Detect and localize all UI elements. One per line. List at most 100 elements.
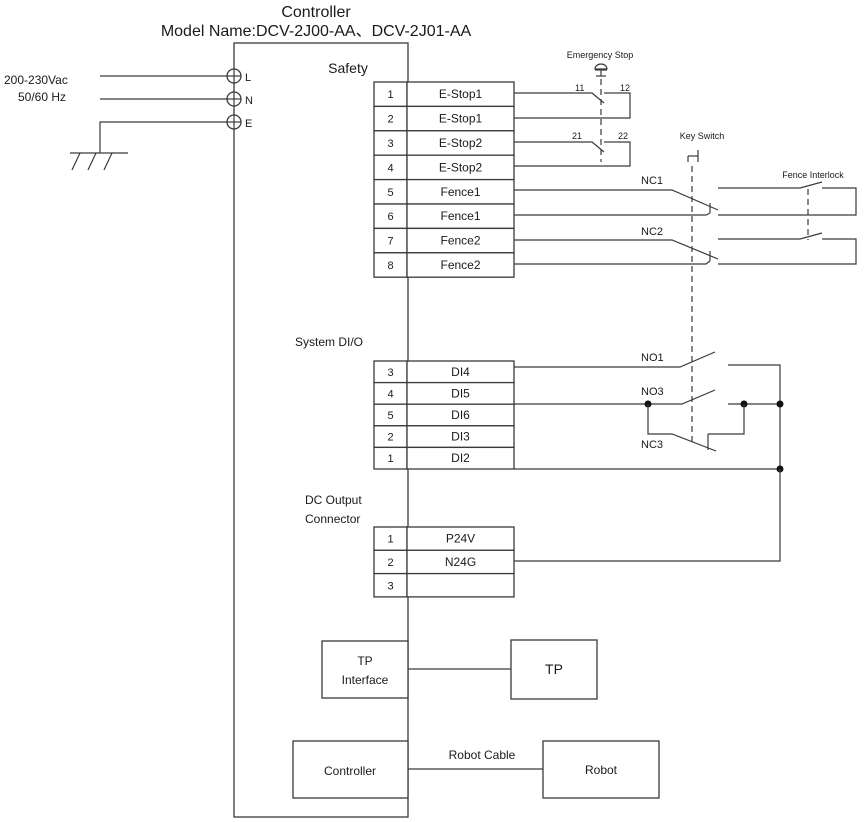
power-voltage: 200-230Vac [4, 73, 68, 87]
pin-cell [373, 178, 408, 205]
fence-wiring: NC1 NC2 Fence Interlock [514, 170, 857, 265]
robot-box [542, 740, 660, 799]
emergency-stop-switch: Emergency Stop 11 12 21 22 [514, 50, 634, 167]
signal-cell [406, 105, 515, 132]
safety-signal: E-Stop1 [439, 87, 483, 101]
tp-device-label: TP [545, 661, 563, 677]
signal-cell [406, 203, 515, 230]
safety-pin: 4 [387, 162, 393, 174]
signal-cell [406, 227, 515, 254]
safety-row: 4 E-Stop2 [373, 154, 515, 181]
safety-pin: 5 [387, 187, 393, 199]
safety-signal: Fence1 [440, 185, 480, 199]
fence-interlock-label: Fence Interlock [782, 170, 844, 180]
safety-pin: 8 [387, 260, 393, 272]
signal-cell [406, 154, 515, 181]
contact-nc2-label: NC2 [641, 226, 663, 238]
tp-device-box [510, 639, 598, 700]
tp-interface-box [321, 640, 409, 699]
terminal-e-label: E [245, 118, 252, 130]
signal-cell [406, 178, 515, 205]
signal-cell [406, 130, 515, 156]
robot-box-label: Robot [585, 763, 618, 777]
safety-pin: 1 [387, 89, 393, 101]
power-input: 200-230Vac 50/60 Hz L N E [4, 68, 253, 171]
estop-contact-11: 11 [575, 83, 584, 93]
dc-row: 3 [373, 572, 515, 598]
dc-row: 1 P24V [373, 526, 515, 551]
estop-contact-12: 12 [620, 83, 630, 93]
dc-output-title-1: DC Output [305, 493, 362, 507]
terminal-n-label: N [245, 95, 253, 107]
dio-signal: DI6 [451, 408, 470, 422]
emergency-stop-label: Emergency Stop [567, 50, 634, 60]
system-dio-title: System DI/O [295, 335, 363, 349]
controller-box [292, 740, 409, 799]
safety-signal: Fence2 [440, 258, 480, 272]
system-dio-wiring: NO1 NO3 NC3 [514, 351, 784, 562]
key-switch-label: Key Switch [680, 131, 725, 141]
safety-row: 3 E-Stop2 [373, 130, 515, 156]
dio-pin: 5 [387, 410, 393, 422]
dio-row: 5 DI6 [373, 403, 515, 427]
contact-nc3-label: NC3 [641, 439, 663, 451]
tp-interface-label-1: TP [357, 654, 372, 668]
safety-signal: Fence1 [440, 209, 480, 223]
terminal-l-label: L [245, 72, 251, 84]
estop-contact-22: 22 [618, 131, 628, 141]
safety-row: 1 E-Stop1 [373, 81, 515, 108]
estop-contact-21: 21 [572, 131, 582, 141]
safety-row: 8 Fence2 [373, 252, 515, 278]
controller-box-label: Controller [324, 764, 376, 778]
contact-nc1-label: NC1 [641, 175, 663, 187]
safety-row: 6 Fence1 [373, 203, 515, 230]
dc-pin: 2 [387, 557, 393, 569]
key-switch: Key Switch [680, 131, 725, 442]
terminal-e: E [226, 114, 252, 130]
dio-pin: 4 [387, 388, 393, 400]
dio-signal: DI2 [451, 451, 470, 465]
dc-output-title-2: Connector [305, 512, 360, 526]
terminal-l: L [226, 68, 251, 84]
safety-signal: E-Stop2 [439, 160, 483, 174]
signal-cell [406, 572, 515, 598]
tp-interface-label-2: Interface [342, 673, 389, 687]
pin-cell [373, 227, 408, 254]
safety-pin: 2 [387, 114, 393, 126]
signal-cell [406, 81, 515, 108]
safety-pin: 3 [387, 138, 393, 150]
dc-pin: 3 [387, 580, 393, 592]
diagram-title: Controller [281, 4, 351, 21]
dio-pin: 1 [387, 453, 393, 465]
robot-cable-label: Robot Cable [449, 748, 516, 762]
dc-pin: 1 [387, 534, 393, 546]
safety-title: Safety [328, 60, 368, 76]
dio-row: 2 DI3 [373, 425, 515, 449]
dio-pin: 2 [387, 432, 393, 444]
safety-signal: Fence2 [440, 234, 480, 248]
dio-row: 1 DI2 [373, 446, 515, 470]
safety-signal: E-Stop2 [439, 136, 483, 150]
safety-pin: 6 [387, 211, 393, 223]
dc-signal: P24V [446, 532, 475, 546]
power-frequency: 50/60 Hz [18, 90, 66, 104]
safety-row: 5 Fence1 [373, 178, 515, 205]
contact-no3-label: NO3 [641, 386, 664, 398]
pin-cell [373, 81, 408, 108]
contact-no1-label: NO1 [641, 352, 664, 364]
tp-section: TP Interface TP [321, 639, 598, 700]
model-name: Model Name:DCV-2J00-AA、DCV-2J01-AA [161, 23, 472, 40]
robot-section: Controller Robot Cable Robot [292, 740, 660, 799]
dio-signal: DI4 [451, 365, 470, 379]
dio-signal: DI3 [451, 430, 470, 444]
signal-cell [406, 252, 515, 278]
